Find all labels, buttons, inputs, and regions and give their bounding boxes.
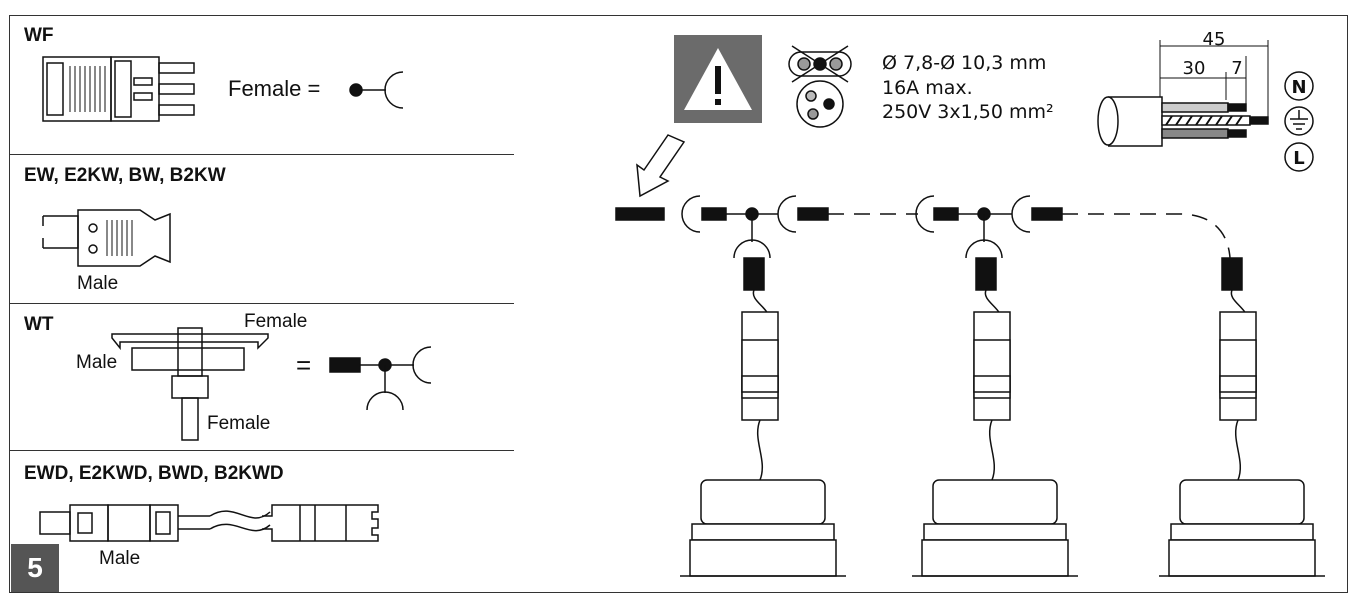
wt-equals-sign: = <box>296 350 312 380</box>
cable-voltage-spec: 250V 3x1,50 mm² <box>882 101 1054 123</box>
ew-male-label: Male <box>77 273 119 294</box>
cable-diameter-spec: Ø 7,8-Ø 10,3 mm <box>882 52 1047 74</box>
section-title-wf: WF <box>24 25 54 46</box>
divider-2 <box>10 303 514 304</box>
wt-female-top-label: Female <box>244 311 308 332</box>
ewd-male-label: Male <box>99 548 141 569</box>
divider-1 <box>10 154 514 155</box>
page-number-badge: 5 <box>11 544 59 592</box>
diagram-frame <box>9 15 1348 593</box>
divider-3 <box>10 450 514 451</box>
wf-equation-label: Female = <box>228 76 321 101</box>
section-title-wt: WT <box>24 314 54 335</box>
cable-current-spec: 16A max. <box>882 77 973 99</box>
wt-male-label: Male <box>76 352 118 373</box>
section-title-ewd: EWD, E2KWD, BWD, B2KWD <box>24 463 284 484</box>
section-title-ew: EW, E2KW, BW, B2KW <box>24 165 226 186</box>
wt-female-bottom-label: Female <box>207 413 271 434</box>
